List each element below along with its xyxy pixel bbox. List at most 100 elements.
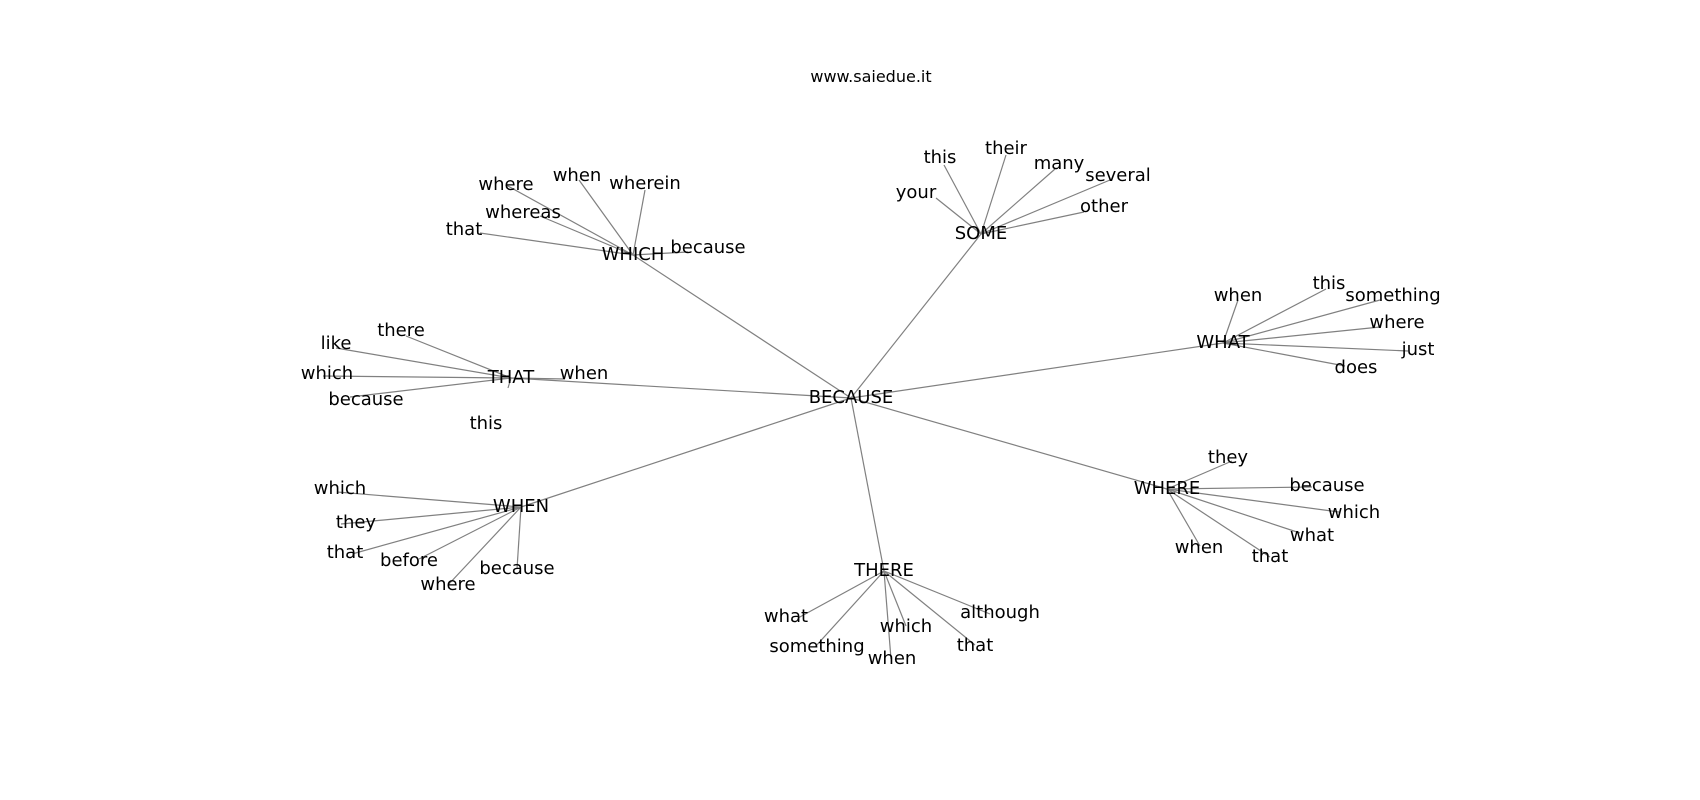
node-some-other: other [1080,196,1129,217]
hub-node-which: WHICH [602,244,665,265]
node-what-something: something [1345,285,1440,306]
node-that-which: which [301,363,353,384]
edge-that-which [322,375,512,379]
edge-when-which [336,491,522,508]
edge-root-there [850,397,885,572]
node-what-this: this [1313,273,1346,294]
edge-which-wherein [632,189,646,256]
node-where-what: what [1290,525,1334,546]
edge-some-many [980,168,1056,235]
node-there-which: which [880,616,932,637]
edge-some-this [943,164,982,235]
edge-what-where [1222,326,1381,344]
edge-where-that [1166,488,1271,558]
edge-that-like [335,347,512,379]
edge-where-they [1166,460,1233,490]
node-that-when: when [560,363,609,384]
node-where-when: when [1175,537,1224,558]
node-what-just: just [1401,339,1435,360]
node-some-several: several [1085,165,1151,186]
edge-what-something [1222,299,1381,344]
edge-there-that [883,570,976,646]
edge-which-because [632,251,689,256]
edge-what-when [1222,299,1239,344]
node-that-because: because [328,389,403,410]
root-node: BECAUSE [809,387,894,408]
node-there-when: when [868,648,917,669]
hub-node-when: WHEN [493,496,549,517]
hub-node-that: THAT [487,367,535,388]
node-which-when: when [553,165,602,186]
edge-where-because [1166,486,1313,490]
edge-some-several [980,179,1111,235]
edge-root-which [632,254,852,399]
edge-that-this [507,377,512,389]
edge-when-because [516,506,522,570]
edge-some-your [935,197,982,235]
edge-there-something [814,570,885,648]
node-when-because: because [479,558,554,579]
edge-that-there [405,335,512,379]
node-when-they: they [336,512,377,533]
edge-layer [322,154,1409,660]
edge-some-their [980,154,1007,235]
node-what-when: when [1214,285,1263,306]
node-what-does: does [1335,357,1378,378]
edge-what-this [1222,288,1327,344]
edge-that-because [349,377,512,398]
node-some-many: many [1034,153,1085,174]
node-some-this: this [924,147,957,168]
node-where-they: they [1208,447,1249,468]
node-where-that: that [1252,546,1289,567]
edge-root-some [850,233,982,399]
node-there-something: something [769,636,864,657]
edge-which-that [479,232,634,256]
site-watermark: www.saiedue.it [810,67,931,86]
node-what-where: where [1369,312,1424,333]
edge-when-they [340,506,522,525]
node-when-before: before [380,550,438,571]
node-which-whereas: whereas [485,202,561,223]
edge-which-when [578,179,634,256]
hub-node-what: WHAT [1196,332,1250,353]
node-there-although: although [960,602,1040,623]
edge-some-other [980,211,1085,235]
edge-where-what [1166,488,1301,534]
edge-when-where [447,506,522,586]
node-some-your: your [896,182,937,203]
hub-node-there: THERE [853,560,914,581]
node-which-wherein: wherein [609,173,681,194]
edge-when-before [418,506,522,560]
node-that-like: like [321,333,352,354]
edge-where-which [1166,488,1340,513]
edge-what-does [1222,342,1346,367]
node-when-where: where [420,574,475,595]
edge-that-when [510,377,566,380]
node-there-what: what [764,606,808,627]
edge-there-when [883,570,892,660]
edge-root-where [850,397,1168,490]
edge-there-which [883,570,907,627]
node-that-there: there [377,320,425,341]
node-which-where: where [478,174,533,195]
node-when-which: which [314,478,366,499]
edge-which-whereas [539,215,634,256]
node-which-that: that [446,219,483,240]
node-that-this: this [470,413,503,434]
hub-node-some: SOME [955,223,1008,244]
node-some-their: their [985,138,1028,159]
node-which-because: because [670,237,745,258]
node-where-which: which [1328,502,1380,523]
edge-there-although [883,570,991,615]
node-when-that: that [327,542,364,563]
edge-root-that [510,377,852,399]
edge-what-just [1222,342,1409,352]
hub-node-where: WHERE [1134,478,1201,499]
node-where-because: because [1289,475,1364,496]
edge-when-that [351,506,522,555]
edge-where-when [1166,488,1201,547]
edge-there-what [797,570,885,619]
edge-root-when [520,397,852,508]
